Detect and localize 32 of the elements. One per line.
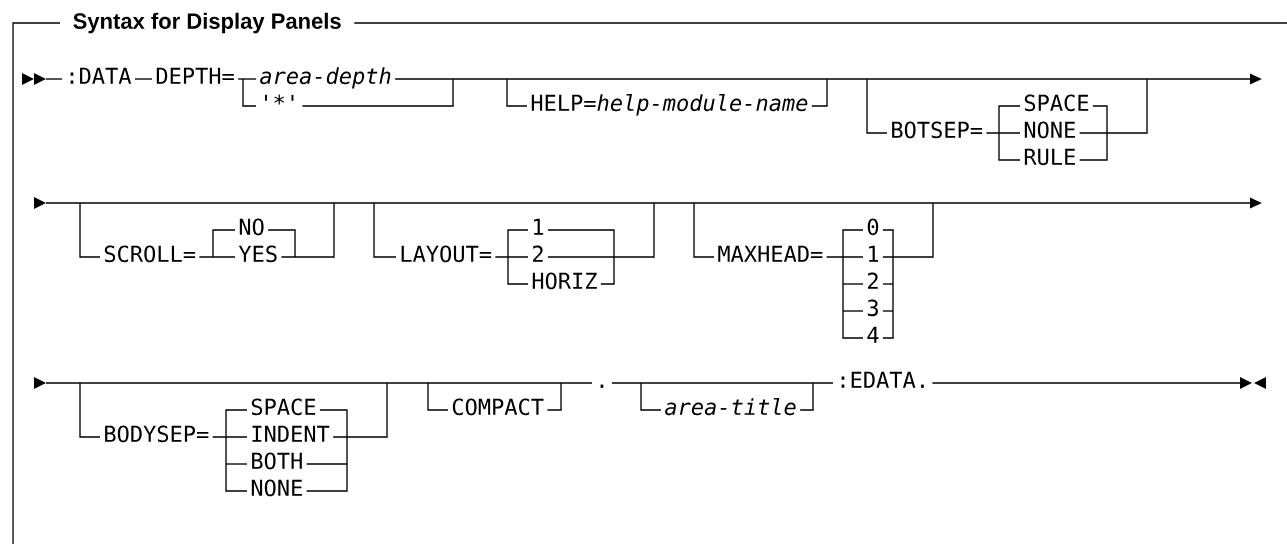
variable-text: area-title xyxy=(665,398,796,416)
keyword-text: RULE xyxy=(1024,148,1075,166)
keyword-text: '*' xyxy=(265,94,294,105)
keyword-text: 0 xyxy=(867,218,879,236)
keyword-text: BOTSEP= xyxy=(892,121,983,139)
keyword-text: NO xyxy=(239,218,264,236)
keyword-text: 2 xyxy=(532,245,543,262)
keyword-text: HELP=help-module-name xyxy=(531,94,808,116)
keyword-text: INDENT xyxy=(252,425,330,442)
keyword-text: SPACE xyxy=(1024,94,1089,112)
keyword-text: :EDATA. xyxy=(841,371,924,388)
keyword-text: BOTH xyxy=(252,452,302,470)
keyword-text: 3 xyxy=(867,299,878,317)
keyword-text: SCROLL= xyxy=(104,245,196,263)
keyword-text: 1 xyxy=(869,245,879,262)
keyword-text: NONE xyxy=(1024,121,1075,139)
keyword-text: 2 xyxy=(868,272,878,289)
keyword-text: SPACE xyxy=(251,398,316,416)
keyword-text: DEPTH= xyxy=(156,67,234,84)
keyword-text: MAXHEAD= xyxy=(718,245,823,262)
keyword-text: LAYOUT= xyxy=(401,245,492,263)
frame-title: Syntax for Display Panels xyxy=(73,12,341,34)
keyword-text: YES xyxy=(238,245,277,263)
keyword-text: BODYSEP= xyxy=(105,425,209,443)
keyword-text: COMPACT xyxy=(452,398,544,416)
keyword-text: NONE xyxy=(251,479,302,497)
keyword-text: 4 xyxy=(867,326,879,343)
keyword-text: HORIZ xyxy=(532,272,597,290)
keyword-text: . xyxy=(600,384,604,388)
variable-text: area-depth xyxy=(260,67,391,89)
keyword-text: :DATA xyxy=(70,67,132,84)
keyword-text: 1 xyxy=(534,218,544,235)
